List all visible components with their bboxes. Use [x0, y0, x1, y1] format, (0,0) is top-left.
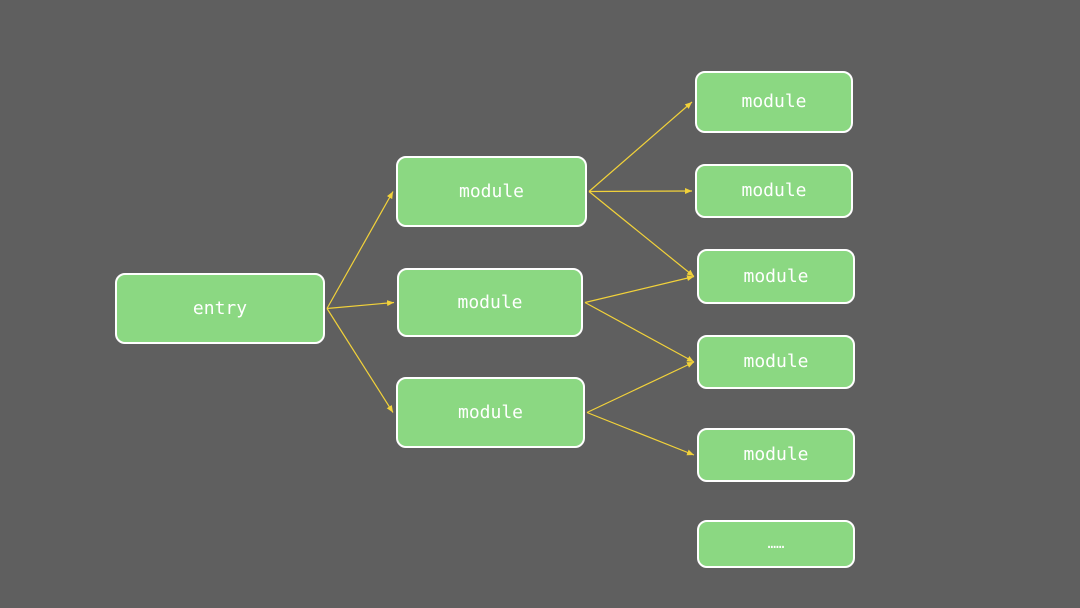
- module-node-label: module: [741, 180, 807, 201]
- module-node-level2-2: module: [695, 164, 853, 218]
- module-node-level2-5: module: [697, 428, 855, 482]
- module-node-label: module: [743, 351, 809, 372]
- edge-m3-to-r4: [586, 361, 695, 414]
- module-node-label: module: [457, 291, 523, 313]
- edge-m3-to-r5: [586, 411, 695, 456]
- module-node-level2-1: module: [695, 71, 853, 133]
- edge-m2-to-r3: [584, 275, 695, 304]
- module-node-level1-2: module: [397, 268, 583, 337]
- module-node-label: module: [743, 444, 809, 465]
- module-node-label: module: [457, 401, 524, 423]
- edge-m1-to-r1: [588, 101, 693, 192]
- module-node-level1-3: module: [396, 377, 585, 448]
- edge-entry-to-m2: [326, 300, 395, 310]
- module-node-label: module: [741, 91, 807, 112]
- module-node-level2-4: module: [697, 335, 855, 389]
- ellipsis-node: ……: [697, 520, 855, 568]
- module-node-label: module: [743, 265, 809, 287]
- module-node-level1-1: module: [396, 156, 587, 227]
- ellipsis-node-label: ……: [767, 536, 785, 552]
- edge-m1-to-r2: [588, 188, 693, 195]
- entry-node-label: entry: [192, 297, 248, 319]
- module-node-label: module: [458, 180, 525, 202]
- entry-node: entry: [115, 273, 325, 344]
- edge-entry-to-m1: [326, 191, 394, 309]
- edge-entry-to-m3: [326, 308, 394, 413]
- edge-m2-to-r4: [584, 301, 695, 363]
- module-node-level2-3: module: [697, 249, 855, 304]
- edge-m1-to-r3: [588, 191, 695, 277]
